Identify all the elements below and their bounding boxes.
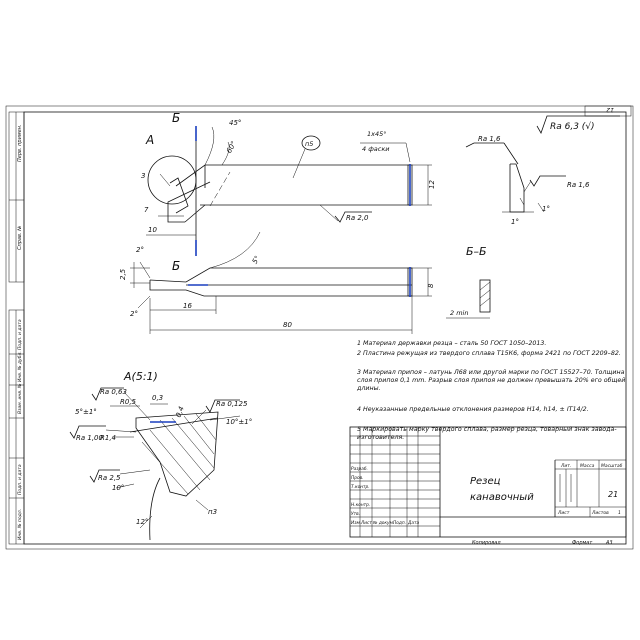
header-mass: Масса	[580, 463, 595, 469]
left-strip	[8, 309, 25, 545]
strip-orig-inv: Инв. № подл.	[17, 509, 23, 540]
ra063-label: Ra 0,63	[100, 388, 127, 396]
dim-10: 10	[148, 226, 157, 234]
general-roughness-label: Ra 6,3 (√)	[550, 121, 595, 132]
header-sheets: Листов	[591, 510, 609, 516]
r05-label: R0,5	[120, 398, 137, 406]
note-5: 5 Маркировать марку твердого сплава, раз…	[357, 426, 617, 441]
header-sheet: Лист	[557, 510, 570, 516]
section-bb-lower	[446, 279, 491, 319]
dim-5deg: 5°	[251, 254, 262, 265]
col-doc: № докум.	[372, 520, 394, 526]
section-b-bottom-label: Б	[172, 259, 180, 273]
note-4: 4 Неуказанные предельные отклонения разм…	[357, 406, 589, 413]
sheets-value: 1	[618, 510, 621, 516]
strip-dup-inv: Инв. № дубл.	[17, 351, 23, 382]
chamfer-count: 4 фаски	[362, 145, 389, 153]
r14-label: R1,4	[100, 434, 116, 442]
dim-1deg-right: 1°	[542, 205, 550, 213]
row-razrab: Разраб.	[351, 466, 368, 472]
footer-format-value: А3	[605, 540, 613, 546]
dim-2deg-bottom: 2°	[130, 310, 138, 318]
note-2: 2 Пластина режущая из твердого сплава Т1…	[357, 350, 621, 357]
dim-10deg: 10°	[112, 484, 124, 492]
dim-5pm: 5°±1°	[75, 408, 97, 416]
doc-number: 12	[606, 106, 614, 113]
dim-2-5: 2,5	[119, 268, 127, 280]
strip-first-use: Перв. примен.	[17, 124, 23, 162]
dim-45: 45°	[229, 119, 241, 127]
title-block	[349, 426, 627, 538]
title-line-1: Резец	[470, 476, 501, 487]
footer-format: Формат	[572, 540, 593, 546]
strip-replace-inv: Взам. инв. №	[17, 383, 23, 414]
sheet-number: 21	[608, 490, 618, 499]
dim-2min: 2 min	[450, 309, 468, 317]
ra16-top-label: Ra 1,6	[478, 135, 501, 143]
detail-a-view	[69, 387, 241, 541]
n3-label: п3	[208, 508, 217, 516]
tool-top-view	[146, 126, 432, 256]
ra25-label: Ra 2,5	[98, 474, 121, 482]
ra0125-label: Ra 0,125	[216, 400, 248, 408]
row-prov: Пров.	[351, 475, 364, 481]
general-roughness-symbol: Ra 6,3 (√)	[536, 115, 620, 134]
outer-frame	[5, 105, 634, 550]
col-list: Лист	[360, 520, 372, 526]
dim-0-4: 0,4	[174, 405, 185, 418]
dim-1deg-left: 1°	[511, 218, 519, 226]
dim-3: 3	[141, 172, 145, 180]
dim-10pm: 10°±1°	[226, 418, 252, 426]
tool-side-view	[130, 231, 432, 334]
detail-a-label: А(5:1)	[123, 370, 158, 383]
dim-16: 16	[183, 302, 192, 310]
footer-copied: Копировал	[472, 540, 501, 546]
strip-ref-no: Справ. №	[17, 226, 23, 250]
note-1: 1 Материал державки резца – сталь 50 ГОС…	[357, 340, 547, 347]
chamfer-label: 1х45°	[367, 130, 387, 138]
strip-sign-date-2: Подп. и дата	[17, 464, 23, 495]
section-bb-label: Б–Б	[466, 245, 487, 258]
ra100-label: Ra 1,00	[76, 434, 104, 442]
section-b-top-label: Б	[172, 111, 180, 125]
view-a-label: А	[145, 133, 154, 147]
dim-8: 8	[427, 283, 435, 288]
title-line-2: канавочный	[470, 492, 534, 503]
strip-sign-date-1: Подп. и дата	[17, 319, 23, 350]
dim-80: 80	[283, 321, 292, 329]
row-utv: Утв.	[351, 511, 360, 517]
header-scale: Масштаб	[601, 463, 623, 469]
note-3: 3 Материал припоя – латунь Л68 или друго…	[357, 369, 626, 392]
dim-2deg-top: 2°	[136, 246, 144, 254]
ra16-right-label: Ra 1,6	[567, 181, 590, 189]
ra20-label: Ra 2,0	[346, 214, 369, 222]
col-sign: Подп.	[393, 520, 406, 526]
dim-7: 7	[144, 206, 149, 214]
dim-0-3: 0,3	[152, 394, 163, 402]
dim-12deg: 12°	[136, 518, 148, 526]
col-date: Дата	[407, 520, 419, 526]
col-izm: Изм.	[351, 520, 361, 526]
row-tkontr: Т.контр.	[351, 484, 370, 490]
n5-label: п5	[305, 140, 313, 148]
dim-12: 12	[428, 180, 436, 189]
dim-60: 60°	[225, 140, 238, 155]
row-nkontr: Н.контр.	[351, 502, 370, 508]
header-lit: Лит.	[560, 463, 571, 469]
section-bb-upper	[465, 142, 566, 213]
